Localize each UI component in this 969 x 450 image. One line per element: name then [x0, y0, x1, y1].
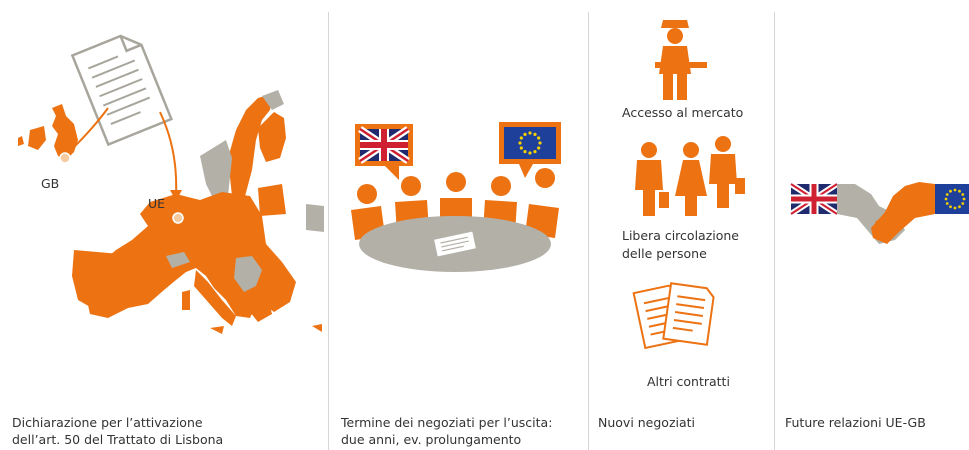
handshake-icon — [789, 181, 969, 244]
officer-icon — [655, 20, 707, 100]
eu-star — [523, 150, 527, 154]
new-negotiations-icons — [632, 20, 745, 350]
eu-star — [961, 202, 965, 205]
eu-star — [962, 197, 966, 201]
eu-star — [528, 151, 532, 155]
eu-star — [961, 193, 965, 196]
divider-2 — [588, 12, 589, 450]
panel-negotiations: Termine dei negoziati per l’uscita: due … — [329, 0, 588, 450]
eu-star — [537, 136, 541, 140]
panel-declaration: GB UE Dichiarazione per l’attivazione de… — [0, 0, 328, 450]
eu-star — [519, 136, 523, 140]
divider-1 — [328, 12, 329, 450]
caption-line: Nuovi negoziati — [598, 415, 696, 430]
europe-map-icon — [18, 34, 324, 334]
eu-star — [528, 131, 532, 135]
eu-star — [949, 205, 952, 209]
caption-future: Future relazioni UE-GB — [785, 414, 926, 431]
uk-flag-icon — [789, 181, 839, 217]
item-label-line: delle persone — [622, 246, 707, 261]
document-icon — [70, 34, 173, 147]
eu-star — [958, 189, 961, 193]
meeting-table-icon — [351, 122, 561, 272]
eu-star — [949, 189, 952, 193]
item-label-market: Accesso al mercato — [622, 105, 744, 120]
eu-star — [945, 193, 949, 196]
map-label-gb: GB — [41, 176, 60, 191]
contracts-icon — [632, 282, 715, 350]
caption-line: Termine dei negoziati per l’uscita: — [341, 415, 553, 430]
eu-star — [538, 141, 542, 145]
eu-star — [945, 202, 949, 205]
eu-star — [537, 146, 541, 150]
eu-star — [953, 206, 957, 210]
uk-flag-icon — [355, 124, 413, 180]
caption-negotiations: Termine dei negoziati per l’uscita: due … — [341, 414, 552, 448]
eu-star — [953, 188, 957, 192]
map-label-eu: UE — [148, 196, 166, 211]
caption-line: dell’art. 50 del Trattato di Lisbona — [12, 432, 224, 447]
item-label-contracts: Altri contratti — [647, 374, 730, 389]
panel-future: Future relazioni UE-GB — [775, 0, 969, 450]
item-label-line: Libera circolazione — [622, 228, 739, 243]
caption-line: due anni, ev. prolungamento — [341, 432, 522, 447]
caption-line: Dichiarazione per l’attivazione — [12, 415, 203, 430]
eu-star — [533, 132, 537, 136]
eu-star — [518, 141, 522, 145]
panel-new-negotiations: Accesso al mercato Libera circolazione d… — [589, 0, 774, 450]
divider-3 — [774, 12, 775, 450]
people-icon — [635, 136, 745, 216]
eu-star — [523, 132, 527, 136]
caption-declaration: Dichiarazione per l’attivazione dell’art… — [12, 414, 223, 448]
caption-new-negotiations: Nuovi negoziati — [598, 414, 695, 431]
eu-star — [944, 197, 948, 201]
item-label-people: Libera circolazione delle persone — [622, 227, 739, 263]
eu-flag-icon — [499, 122, 561, 178]
eu-star — [519, 146, 523, 150]
caption-line: Future relazioni UE-GB — [785, 415, 926, 430]
eu-star — [533, 150, 537, 154]
eu-star — [958, 205, 961, 209]
eu-flag-icon — [935, 184, 969, 214]
